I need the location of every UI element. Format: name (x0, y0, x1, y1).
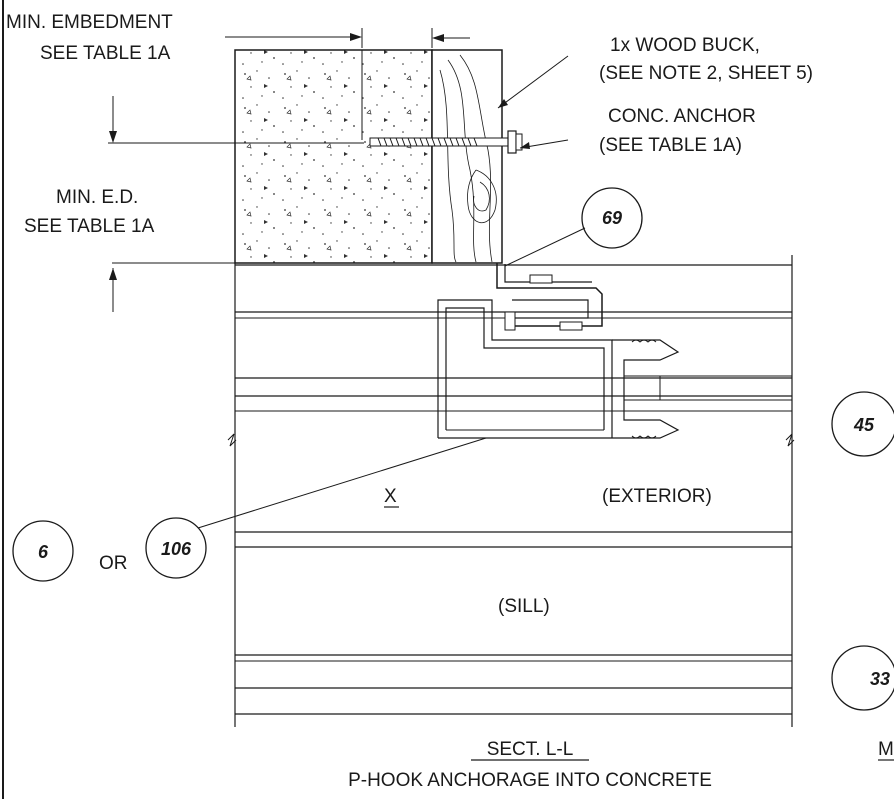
x-mark: X (384, 486, 397, 507)
min-embedment-line1: MIN. EMBEDMENT (6, 12, 173, 33)
bubble-45 (831, 391, 894, 457)
section-subtitle: P-HOOK ANCHORAGE INTO CONCRETE (348, 770, 712, 791)
section-title: SECT. L-L (487, 739, 574, 760)
conc-anchor-line1: CONC. ANCHOR (608, 106, 756, 127)
bubble-33 (831, 645, 894, 711)
bubble-69 (581, 187, 643, 249)
detail-bubbles: 69 45 6 106 33 (12, 187, 894, 711)
bubble-69-label: 69 (602, 208, 622, 228)
sill-label: (SILL) (498, 596, 550, 617)
min-embedment-line2: SEE TABLE 1A (40, 43, 171, 64)
partial-label-m: M (878, 739, 894, 760)
bubble-106 (145, 517, 207, 579)
concrete-anchor (369, 130, 523, 154)
wood-buck (431, 49, 503, 264)
callouts: MIN. EMBEDMENT SEE TABLE 1A MIN. E.D. SE… (6, 12, 894, 791)
concrete-block (234, 49, 433, 264)
bubble-6 (12, 520, 74, 582)
bubble-45-label: 45 (853, 415, 875, 435)
wood-buck-line1: 1x WOOD BUCK, (610, 35, 760, 56)
or-label: OR (99, 553, 128, 574)
bubble-106-label: 106 (161, 539, 192, 559)
dimension-lines (108, 28, 470, 312)
conc-anchor-line2: (SEE TABLE 1A) (599, 135, 742, 156)
wood-buck-line2: (SEE NOTE 2, SHEET 5) (599, 63, 813, 84)
bubble-33-label: 33 (870, 669, 890, 689)
sill-frame (227, 255, 795, 727)
bubble-6-label: 6 (38, 542, 49, 562)
exterior-label: (EXTERIOR) (602, 486, 712, 507)
min-ed-line1: MIN. E.D. (56, 187, 138, 208)
leader-lines (197, 55, 586, 529)
p-hook-extrusion (437, 263, 792, 439)
min-ed-line2: SEE TABLE 1A (24, 216, 155, 237)
